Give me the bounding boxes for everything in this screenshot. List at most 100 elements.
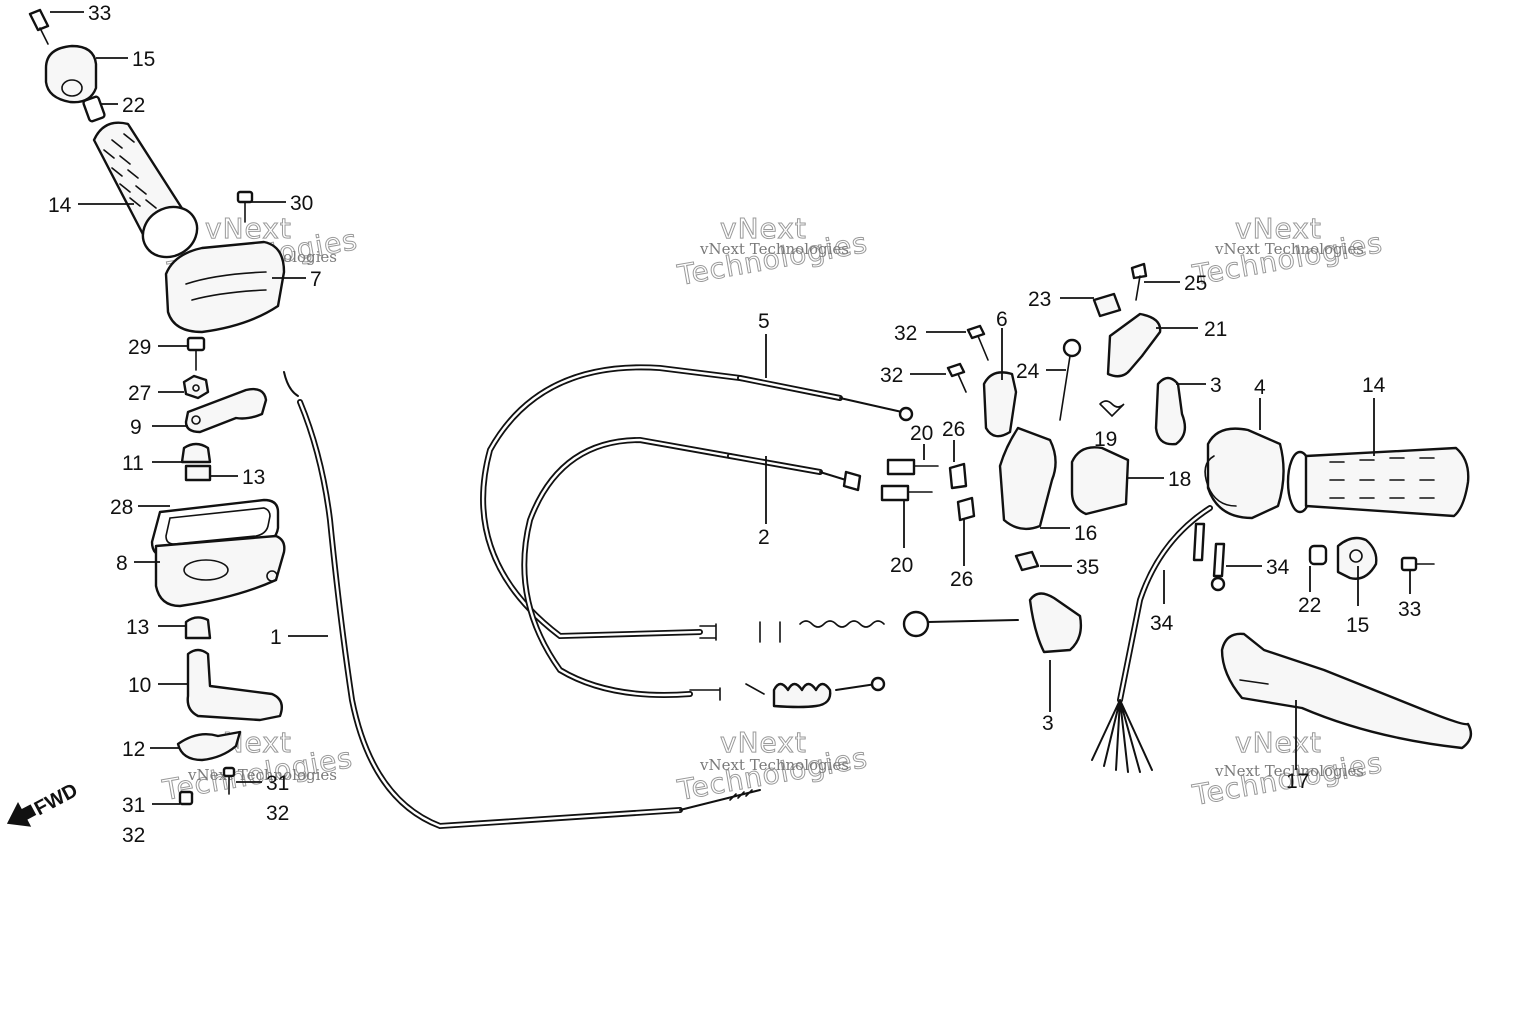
part-27-nut [182, 374, 210, 400]
watermark-top-right: vNext Technologies vNext Technologies [1189, 212, 1386, 293]
watermark-big-top: vNext [1235, 212, 1322, 245]
callout-33: 33 [88, 2, 111, 25]
part-15-bar-end-left [44, 44, 98, 104]
part-8-throttle-housing [154, 534, 286, 608]
part-14-grip-left [92, 121, 199, 259]
watermark-big-top: vNext [720, 212, 807, 245]
part-23-knob [1092, 292, 1122, 318]
callout-26-upper: 26 [942, 418, 965, 441]
part-31-screw-right [222, 766, 236, 795]
part-34-screw-right [1210, 542, 1226, 592]
part-4-switch-housing [1204, 427, 1285, 520]
part-33-end-screw-left [28, 8, 50, 45]
callout-16: 16 [1074, 522, 1097, 545]
callout-34-left: 34 [1150, 612, 1174, 635]
part-1-throttle-cable [283, 371, 761, 830]
callout-27: 27 [128, 382, 151, 405]
callout-22: 22 [122, 94, 145, 117]
fwd-label: FWD [31, 779, 82, 820]
part-3-clip-lower [1028, 592, 1083, 654]
part-26-clip-lower [956, 496, 976, 522]
part-26-clip-upper [948, 462, 968, 490]
callout-26-lower: 26 [950, 568, 973, 591]
callout-2: 2 [758, 526, 770, 549]
watermark-bottom-center: vNext Technologies vNext Technologies [674, 726, 871, 808]
part-6-switch-housing-half [982, 371, 1018, 438]
callout-32-left: 32 [122, 824, 145, 847]
callout-19: 19 [1094, 428, 1117, 451]
watermark-small: vNext Technologies [699, 240, 849, 258]
callout-18: 18 [1168, 468, 1191, 491]
part-2-front-brake-cable [521, 436, 886, 709]
part-17-brake-lever [1220, 632, 1473, 750]
leader-lines [50, 11, 1411, 805]
part-30-screw [236, 190, 254, 223]
part-32-screw-lower [946, 362, 967, 393]
part-9-throttle-arm [184, 387, 268, 434]
watermark-small: vNext Technologies [1214, 240, 1364, 258]
part-3-clip-upper [1154, 376, 1187, 446]
callout-3-upper: 3 [1210, 374, 1222, 397]
part-18-switch-block [1070, 446, 1130, 516]
callout-24: 24 [1016, 360, 1040, 383]
callout-33-right: 33 [1398, 598, 1421, 621]
part-20-connector-lower [880, 484, 933, 502]
callout-15-right: 15 [1346, 614, 1369, 637]
callout-30: 30 [290, 192, 313, 215]
callout-1: 1 [270, 626, 282, 649]
callout-28: 28 [110, 496, 133, 519]
callout-31-right: 31 [266, 772, 289, 795]
callout-17: 17 [1286, 770, 1309, 793]
callout-22-right: 22 [1298, 594, 1321, 617]
callout-20-lower: 20 [890, 554, 913, 577]
part-25-screw [1130, 262, 1148, 301]
callout-9: 9 [130, 416, 142, 439]
callout-14: 14 [48, 194, 72, 217]
callout-21: 21 [1204, 318, 1227, 341]
part-34-screw-left [1192, 522, 1206, 562]
part-22-collar-left [82, 95, 106, 123]
fwd-direction-arrow-icon: FWD [6, 779, 82, 827]
callout-10: 10 [128, 674, 151, 697]
part-32-screw-upper [966, 324, 989, 361]
watermark-big-top: vNext [1235, 726, 1322, 759]
callout-labels: 33 15 22 14 30 7 29 27 9 11 13 28 8 13 1… [48, 2, 1421, 847]
callout-8: 8 [116, 552, 128, 575]
callout-32-switch-upper: 32 [894, 322, 917, 345]
part-29-bolt [186, 336, 206, 371]
part-5-clutch-cable [480, 364, 1019, 643]
callout-15: 15 [132, 48, 155, 71]
callout-20-upper: 20 [910, 422, 933, 445]
callout-29: 29 [128, 336, 151, 359]
watermark-big-top: vNext [205, 212, 292, 245]
part-13-nut-upper [184, 464, 212, 482]
part-16-switch-body [998, 426, 1057, 531]
watermark-small: vNext Technologies [187, 766, 337, 784]
part-31-screw-left [178, 790, 194, 806]
watermark-top-center: vNext Technologies vNext Technologies [674, 212, 871, 293]
callout-34-right: 34 [1266, 556, 1290, 579]
callout-11: 11 [122, 452, 144, 475]
part-35-nut [1014, 550, 1040, 572]
watermark-big-top: vNext [720, 726, 807, 759]
part-24-pin [1059, 338, 1082, 421]
harness-wires [1091, 505, 1213, 773]
part-14-grip-right [1286, 446, 1470, 518]
part-10-throttle-lever [186, 648, 283, 722]
part-20-connector-upper [886, 458, 939, 476]
part-19-spring-small [1099, 400, 1125, 418]
callout-32-switch-lower: 32 [880, 364, 903, 387]
callout-13-upper: 13 [242, 466, 265, 489]
part-13-nut-lower [184, 616, 212, 640]
watermark-small: vNext Technologies [699, 756, 849, 774]
part-21-switch-lever [1106, 312, 1162, 378]
callout-35: 35 [1076, 556, 1099, 579]
callout-5: 5 [758, 310, 770, 333]
part-22-collar-right [1308, 544, 1328, 566]
callout-25: 25 [1184, 272, 1207, 295]
part-12-spring [176, 730, 242, 762]
callout-32-right: 32 [266, 802, 289, 825]
callout-14-right: 14 [1362, 374, 1386, 397]
part-11-cap [180, 442, 212, 464]
